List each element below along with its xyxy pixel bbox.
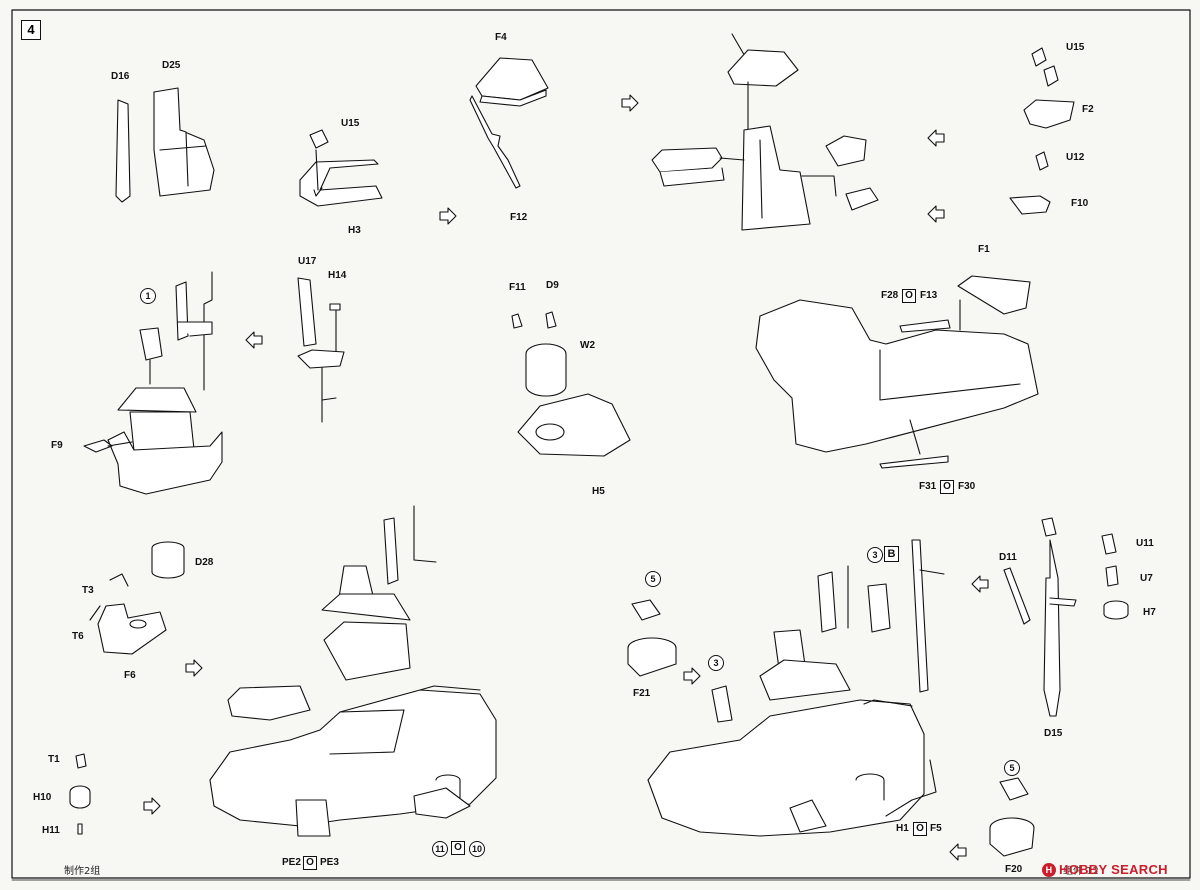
label-w2: W2 xyxy=(580,340,595,351)
label-f4: F4 xyxy=(495,32,507,43)
mast-assembly-drawing xyxy=(651,33,879,231)
label-u7: U7 xyxy=(1140,573,1153,584)
label-h11: H11 xyxy=(42,825,60,836)
part-f20-drawing xyxy=(989,777,1035,857)
label-f20: F20 xyxy=(1005,864,1023,875)
or-symbol: O xyxy=(902,289,916,303)
label-t6: T6 xyxy=(72,631,84,642)
label-t3: T3 xyxy=(82,585,94,596)
flow-arrows xyxy=(143,94,989,861)
label-d16: D16 xyxy=(111,71,130,82)
label-f13: F13 xyxy=(920,290,938,301)
part-f6-t6-drawing xyxy=(89,541,185,655)
label-d25: D25 xyxy=(162,60,181,71)
subassembly-marker-5-b: 5 xyxy=(1004,760,1020,776)
label-h1: H1 xyxy=(896,823,909,834)
or-symbol: O xyxy=(451,841,465,855)
label-pe3: PE3 xyxy=(320,857,339,868)
label-h5: H5 xyxy=(592,486,605,497)
label-u17: U17 xyxy=(298,256,317,267)
label-f12: F12 xyxy=(510,212,528,223)
watermark-logo-icon: H xyxy=(1042,863,1056,877)
or-symbol: O xyxy=(940,480,954,494)
label-pe2: PE2 xyxy=(282,857,301,868)
label-h14: H14 xyxy=(328,270,347,281)
subassembly-marker-1: 1 xyxy=(140,288,156,304)
part-d15-d11-drawing xyxy=(1003,517,1129,717)
label-h7: H7 xyxy=(1143,607,1156,618)
label-f28: F28 xyxy=(881,290,899,301)
label-u11: U11 xyxy=(1136,538,1154,549)
label-f11: F11 xyxy=(509,282,526,293)
watermark-text: HOBBY SEARCH xyxy=(1059,862,1168,877)
or-symbol: O xyxy=(303,856,317,870)
label-f31: F31 xyxy=(919,481,937,492)
bridge-tower-drawing xyxy=(83,271,223,495)
subassembly-marker-3-b: 3 xyxy=(867,547,883,563)
step-number: 4 xyxy=(21,20,41,40)
part-d16-d25-drawing xyxy=(115,87,215,203)
superstructure-assembly-right-drawing xyxy=(647,539,945,837)
label-f6: F6 xyxy=(124,670,136,681)
label-f1: F1 xyxy=(978,244,990,255)
subassembly-marker-10: 10 xyxy=(469,841,485,857)
label-d15: D15 xyxy=(1044,728,1063,739)
subassembly-marker-11: 11 xyxy=(432,841,448,857)
part-f2-f10-drawing xyxy=(1009,47,1075,215)
label-d9: D9 xyxy=(546,280,559,291)
label-f30: F30 xyxy=(958,481,976,492)
sheet-border xyxy=(11,9,1191,879)
part-f21-drawing xyxy=(627,599,677,677)
part-w2-h5-drawing xyxy=(511,311,631,457)
part-h10-drawing xyxy=(69,753,91,835)
label-f9: F9 xyxy=(51,440,63,451)
part-h3-drawing xyxy=(299,129,383,207)
set-note: 制作2组 xyxy=(64,866,101,877)
option-b-marker: B xyxy=(884,546,899,562)
or-symbol: O xyxy=(913,822,927,836)
label-f21: F21 xyxy=(633,688,651,699)
label-t1: T1 xyxy=(48,754,60,765)
subassembly-marker-3: 3 xyxy=(708,655,724,671)
label-f10: F10 xyxy=(1071,198,1089,209)
label-u15-b: U15 xyxy=(1066,42,1085,53)
part-f4-f12-drawing xyxy=(469,57,549,189)
label-d11: D11 xyxy=(999,552,1017,563)
page-note: 组件 12 xyxy=(1063,866,1099,877)
label-h10: H10 xyxy=(33,792,52,803)
label-u12: U12 xyxy=(1066,152,1085,163)
superstructure-assembly-left-drawing xyxy=(209,505,497,837)
label-h3: H3 xyxy=(348,225,361,236)
label-u15: U15 xyxy=(341,118,360,129)
subassembly-marker-5: 5 xyxy=(645,571,661,587)
part-u17-h14-drawing xyxy=(297,277,345,423)
label-f5: F5 xyxy=(930,823,942,834)
hull-section-drawing xyxy=(755,275,1039,469)
label-f2: F2 xyxy=(1082,104,1094,115)
label-d28: D28 xyxy=(195,557,214,568)
